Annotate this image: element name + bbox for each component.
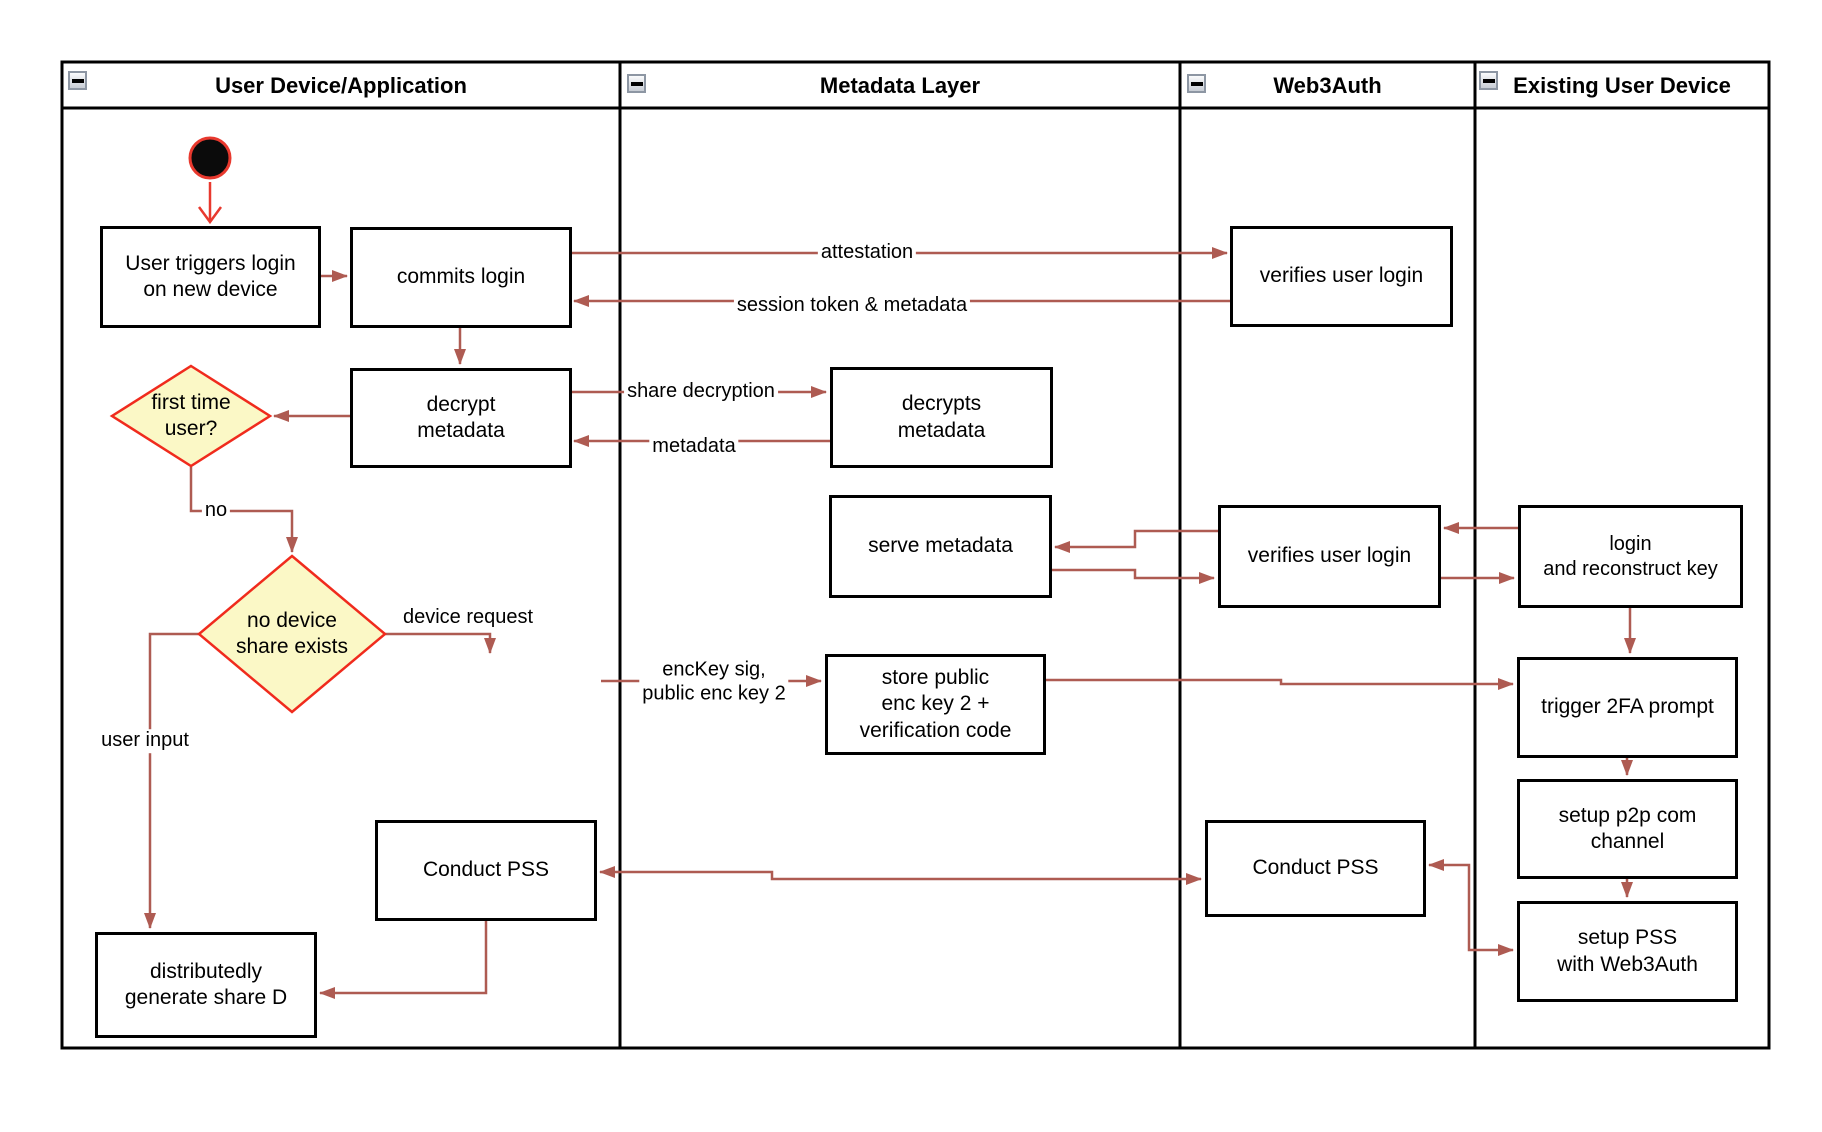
node-store-public-enc-key[interactable]: store public enc key 2 + verification co… xyxy=(825,654,1046,755)
start-node[interactable] xyxy=(188,136,232,180)
node-trigger-2fa[interactable]: trigger 2FA prompt xyxy=(1517,657,1738,758)
edge-label-enckey: encKey sig, public enc key 2 xyxy=(639,658,789,706)
edge-label-session-token: session token & metadata xyxy=(733,294,971,318)
collapse-lane-button[interactable] xyxy=(627,74,646,93)
node-login-reconstruct-key[interactable]: login and reconstruct key xyxy=(1518,505,1743,608)
node-decrypts-metadata[interactable]: decrypts metadata xyxy=(830,367,1053,468)
edge-label-device-request: device request xyxy=(399,606,537,630)
collapse-lane-button[interactable] xyxy=(1479,71,1498,90)
node-verifies-user-login-1[interactable]: verifies user login xyxy=(1230,226,1453,327)
node-verifies-user-login-2[interactable]: verifies user login xyxy=(1218,505,1441,608)
edge-setuppss-conductpss xyxy=(1428,859,1514,956)
edge-label-metadata: metadata xyxy=(649,435,739,459)
collapse-lane-button[interactable] xyxy=(1187,74,1206,93)
node-conduct-pss-user[interactable]: Conduct PSS xyxy=(375,820,597,921)
lane-title-existing-device: Existing User Device xyxy=(1513,73,1731,98)
lane-title-metadata-layer: Metadata Layer xyxy=(819,73,981,98)
edge-store-to-2fa xyxy=(1045,678,1514,690)
edge-verifies2-to-serve xyxy=(1054,529,1218,553)
decision-label-first-time-user: first time user? xyxy=(151,390,231,440)
collapse-lane-button[interactable] xyxy=(68,71,87,90)
edge-conductpss-bidirectional xyxy=(599,866,1202,885)
decision-label-no-device-share: no device share exists xyxy=(235,608,349,658)
edge-device-request xyxy=(385,632,496,654)
node-conduct-pss-web3auth[interactable]: Conduct PSS xyxy=(1205,820,1426,917)
edge-start-to-user-triggers xyxy=(197,182,223,225)
edge-serve-to-verifies2 xyxy=(1051,568,1215,584)
node-distributedly-generate[interactable]: distributedly generate share D xyxy=(95,932,317,1038)
edge-label-share-decryption: share decryption xyxy=(624,380,778,404)
edge-label-no: no xyxy=(201,499,231,523)
node-setup-p2p[interactable]: setup p2p com channel xyxy=(1517,779,1738,879)
edge-user-input xyxy=(144,632,199,929)
edge-label-user-input: user input xyxy=(98,729,192,753)
node-user-triggers-login[interactable]: User triggers login on new device xyxy=(100,226,321,328)
decision-no-device-share[interactable] xyxy=(197,554,387,714)
edge-label-attestation: attestation xyxy=(817,241,917,265)
node-serve-metadata[interactable]: serve metadata xyxy=(829,495,1052,598)
edge-no-branch xyxy=(189,467,298,553)
decision-first-time-user[interactable] xyxy=(109,364,273,468)
lane-title-web3auth: Web3Auth xyxy=(1273,73,1382,98)
lane-title-user-device: User Device/Application xyxy=(215,73,467,98)
node-setup-pss[interactable]: setup PSS with Web3Auth xyxy=(1517,901,1738,1002)
node-commits-login[interactable]: commits login xyxy=(350,227,572,328)
edge-conductpss-to-distributedly xyxy=(319,920,488,999)
node-decrypt-metadata[interactable]: decrypt metadata xyxy=(350,368,572,468)
